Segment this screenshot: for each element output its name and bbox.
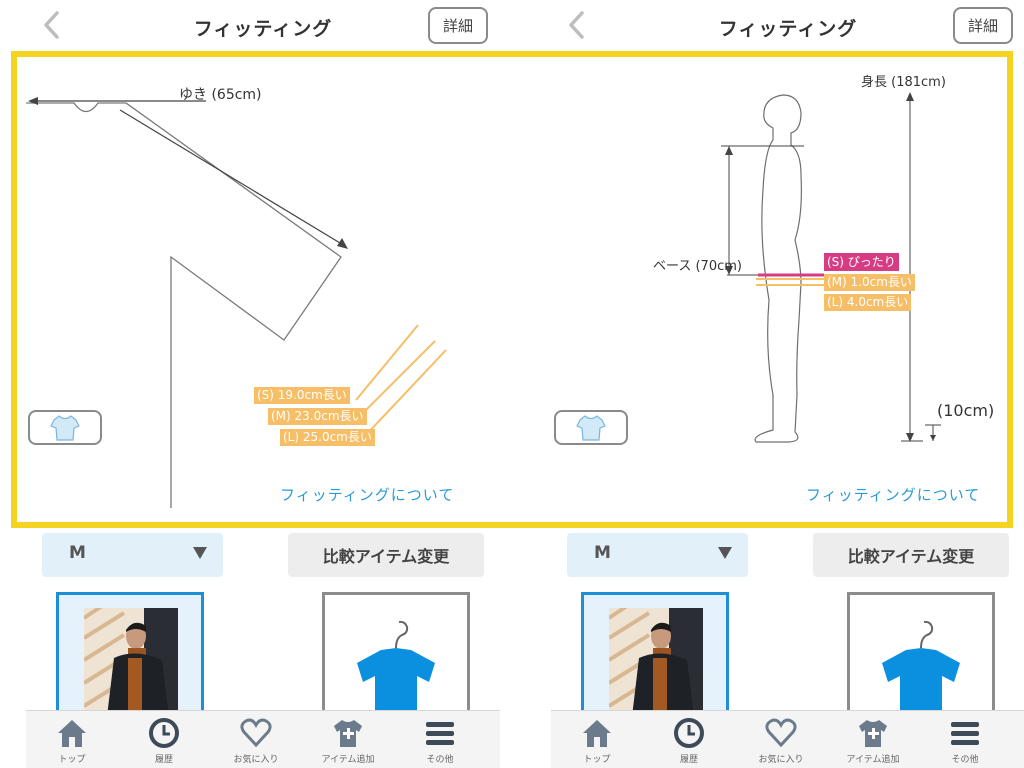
height-label: 身長 (181cm): [861, 75, 946, 90]
my-item-thumbnail[interactable]: [56, 592, 204, 725]
sleeve-arrowhead-down: [337, 238, 348, 249]
size-l-tag: (L) 25.0cm長い: [280, 429, 375, 446]
tab-more[interactable]: その他: [394, 711, 486, 768]
sleeve-length-label: ゆき (65cm): [179, 87, 262, 103]
clock-icon: [674, 718, 704, 748]
tab-history[interactable]: 履歴: [118, 711, 210, 768]
fitting-screen-right: フィッティング 詳細 身長 (181cm) ベース (70cm) (10cm) …: [551, 0, 1024, 768]
chevron-left-icon: [44, 11, 59, 39]
tab-add-item[interactable]: アイテム追加: [302, 711, 394, 768]
tab-label: お気に入り: [758, 755, 804, 765]
compare-item-image: [870, 608, 972, 725]
sleeve-diagram: [26, 97, 447, 508]
body-diagram: [721, 92, 941, 443]
heart-icon: [240, 718, 272, 748]
tab-label: 履歴: [154, 755, 173, 765]
tshirt-icon: [50, 415, 80, 441]
tab-favorites[interactable]: お気に入り: [210, 711, 302, 768]
tab-history[interactable]: 履歴: [643, 711, 735, 768]
detail-button[interactable]: 詳細: [428, 7, 488, 44]
page-title: フィッティング: [193, 18, 333, 40]
size-m-tag: (M) 1.0cm長い: [824, 274, 915, 291]
detail-button[interactable]: 詳細: [953, 7, 1013, 44]
person-photo: [609, 608, 703, 725]
add-item-icon: [334, 720, 362, 747]
header: フィッティング 詳細: [551, 0, 1024, 52]
size-s-tag: (S) ぴったり: [824, 253, 899, 271]
person-photo: [84, 608, 178, 725]
view-toggle-button[interactable]: [28, 410, 102, 445]
size-line-l: [364, 349, 447, 437]
size-line-m: [357, 340, 436, 419]
tab-top[interactable]: トップ: [551, 711, 643, 768]
view-toggle-button[interactable]: [554, 410, 628, 445]
tab-bar: トップ 履歴 お気に入り アイテム追加: [26, 710, 500, 768]
heart-icon: [765, 718, 797, 748]
my-item-thumbnail[interactable]: [581, 592, 729, 725]
back-button[interactable]: [561, 8, 595, 42]
size-select-value: M: [594, 543, 611, 563]
compare-item-image: [345, 608, 447, 725]
tab-label: アイテム追加: [321, 755, 375, 765]
fitting-screen-left: フィッティング 詳細 ゆき (65cm) (S) 19.0cm長い (M) 23…: [26, 0, 500, 768]
highlight-frame: [11, 51, 1013, 528]
menu-icon: [426, 722, 454, 745]
tab-label: その他: [951, 755, 979, 765]
sleeve-arrow-diagonal: [119, 109, 346, 247]
tab-label: トップ: [58, 755, 86, 765]
tshirt-icon: [576, 415, 606, 441]
tab-add-item[interactable]: アイテム追加: [827, 711, 919, 768]
chevron-left-icon: [569, 11, 584, 39]
size-l-tag: (L) 4.0cm長い: [824, 294, 912, 311]
header: フィッティング 詳細: [26, 0, 500, 52]
size-s-tag: (S) 19.0cm長い: [254, 387, 350, 404]
home-icon: [58, 720, 86, 747]
tab-label: お気に入り: [233, 755, 279, 765]
change-compare-item-button[interactable]: 比較アイテム変更: [813, 533, 1009, 577]
about-fitting-link[interactable]: フィッティングについて: [806, 486, 981, 504]
home-icon: [583, 720, 611, 747]
page-title: フィッティング: [718, 18, 858, 40]
clock-icon: [149, 718, 179, 748]
size-select-value: M: [69, 543, 86, 563]
size-select[interactable]: M: [567, 533, 748, 577]
blue-tshirt-image: [357, 620, 435, 725]
caret-down-icon: [718, 547, 732, 559]
person-photo-image: [84, 608, 178, 725]
tab-bar: トップ 履歴 お気に入り アイテム追加: [551, 710, 1024, 768]
blue-tshirt-image: [882, 620, 960, 725]
sleeve-arrowhead-left: [28, 97, 38, 105]
tab-favorites[interactable]: お気に入り: [735, 711, 827, 768]
tab-label: その他: [426, 755, 454, 765]
compare-item-thumbnail[interactable]: [847, 592, 995, 725]
tab-label: トップ: [583, 755, 611, 765]
change-compare-item-button[interactable]: 比較アイテム変更: [288, 533, 484, 577]
size-line-s: [355, 324, 419, 401]
tab-label: 履歴: [679, 755, 698, 765]
person-photo-image: [609, 608, 703, 725]
tab-label: アイテム追加: [846, 755, 900, 765]
caret-down-icon: [193, 547, 207, 559]
back-button[interactable]: [36, 8, 70, 42]
tab-top[interactable]: トップ: [26, 711, 118, 768]
size-m-tag: (M) 23.0cm長い: [268, 408, 367, 425]
bottom-offset-label: (10cm): [937, 401, 995, 420]
base-length-label: ベース (70cm): [653, 259, 742, 274]
add-item-icon: [859, 720, 887, 747]
size-select[interactable]: M: [42, 533, 223, 577]
tab-more[interactable]: その他: [919, 711, 1011, 768]
compare-item-thumbnail[interactable]: [322, 592, 470, 725]
menu-icon: [951, 722, 979, 745]
about-fitting-link[interactable]: フィッティングについて: [280, 486, 455, 504]
